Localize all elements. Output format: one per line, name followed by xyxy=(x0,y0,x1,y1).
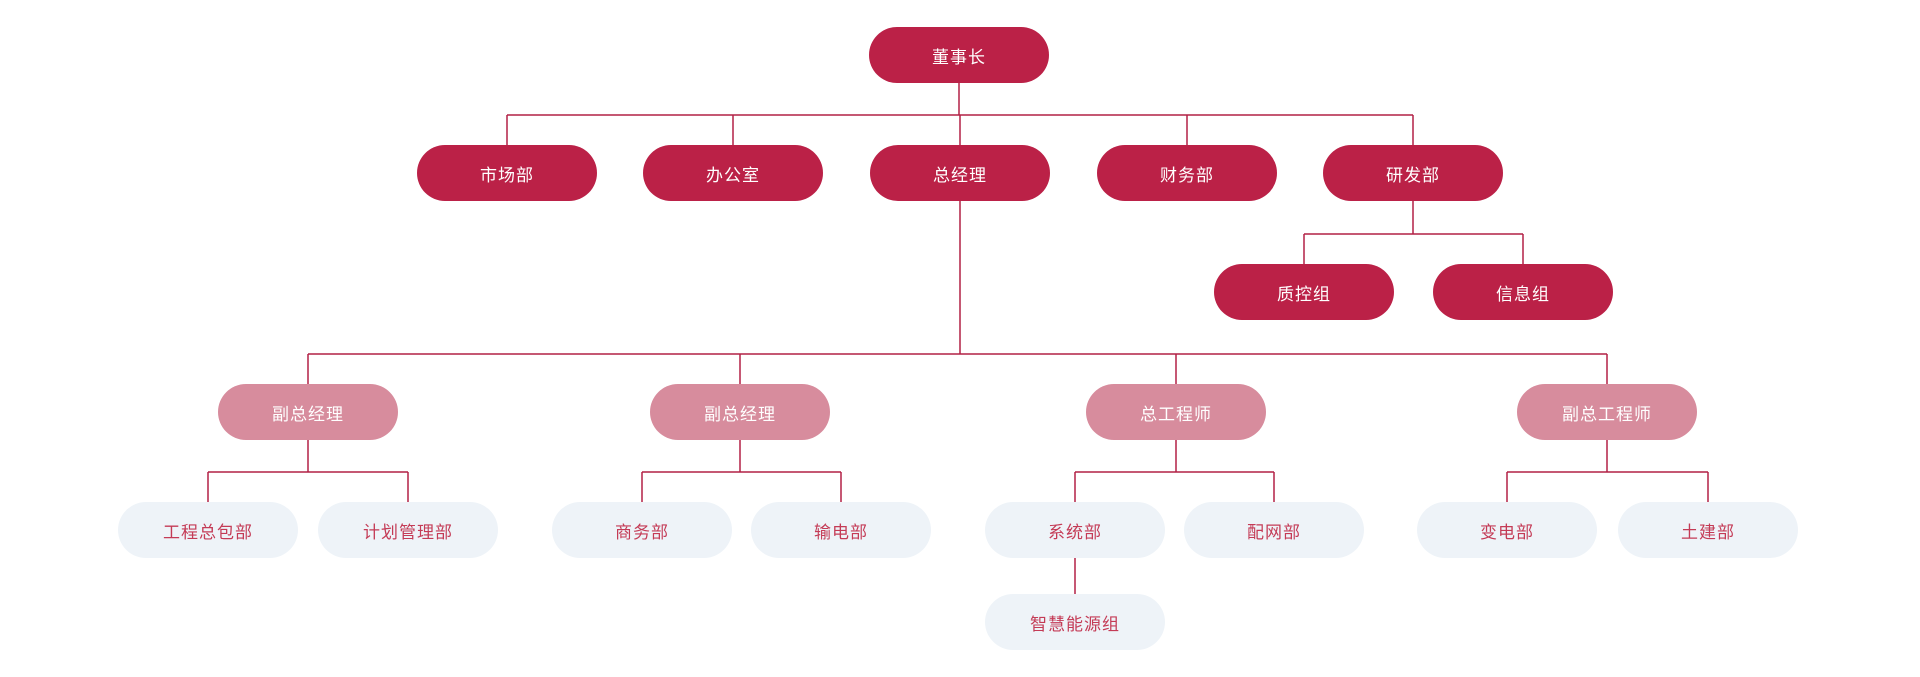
org-node-label: 财务部 xyxy=(1160,165,1214,185)
org-node-label: 系统部 xyxy=(1048,522,1102,542)
org-node-label: 副总工程师 xyxy=(1562,404,1652,424)
org-node-epc[interactable]: 工程总包部 xyxy=(118,502,298,558)
org-node-substation[interactable]: 变电部 xyxy=(1417,502,1597,558)
org-node-label: 市场部 xyxy=(480,165,534,185)
org-node-label: 副总经理 xyxy=(704,404,776,424)
org-node-dgm2[interactable]: 副总经理 xyxy=(650,384,830,440)
org-node-civil[interactable]: 土建部 xyxy=(1618,502,1798,558)
org-node-marketing[interactable]: 市场部 xyxy=(417,145,597,201)
org-node-office[interactable]: 办公室 xyxy=(643,145,823,201)
org-node-dgm1[interactable]: 副总经理 xyxy=(218,384,398,440)
org-node-gm[interactable]: 总经理 xyxy=(870,145,1050,201)
org-node-label: 变电部 xyxy=(1480,522,1534,542)
org-node-transmission[interactable]: 输电部 xyxy=(751,502,931,558)
org-node-commerce[interactable]: 商务部 xyxy=(552,502,732,558)
org-node-distribution[interactable]: 配网部 xyxy=(1184,502,1364,558)
org-node-label: 配网部 xyxy=(1247,522,1301,542)
org-node-label: 工程总包部 xyxy=(163,522,253,542)
org-node-info[interactable]: 信息组 xyxy=(1433,264,1613,320)
org-node-smart-energy[interactable]: 智慧能源组 xyxy=(985,594,1165,650)
org-node-label: 董事长 xyxy=(932,47,986,67)
org-node-label: 研发部 xyxy=(1386,165,1440,185)
org-node-label: 输电部 xyxy=(814,522,868,542)
org-node-rnd[interactable]: 研发部 xyxy=(1323,145,1503,201)
org-node-label: 智慧能源组 xyxy=(1030,614,1120,634)
org-node-label: 计划管理部 xyxy=(363,522,453,542)
org-node-finance[interactable]: 财务部 xyxy=(1097,145,1277,201)
org-node-system[interactable]: 系统部 xyxy=(985,502,1165,558)
org-node-chief-eng[interactable]: 总工程师 xyxy=(1086,384,1266,440)
org-node-label: 信息组 xyxy=(1496,284,1550,304)
org-node-label: 总经理 xyxy=(933,165,987,185)
org-node-label: 质控组 xyxy=(1277,284,1331,304)
org-node-label: 商务部 xyxy=(615,522,669,542)
org-node-label: 土建部 xyxy=(1681,522,1735,542)
org-node-qc[interactable]: 质控组 xyxy=(1214,264,1394,320)
org-node-label: 办公室 xyxy=(706,165,760,185)
org-node-chairman[interactable]: 董事长 xyxy=(869,27,1049,83)
org-node-label: 总工程师 xyxy=(1140,404,1212,424)
org-node-planning[interactable]: 计划管理部 xyxy=(318,502,498,558)
org-node-dep-chief-eng[interactable]: 副总工程师 xyxy=(1517,384,1697,440)
org-node-label: 副总经理 xyxy=(272,404,344,424)
